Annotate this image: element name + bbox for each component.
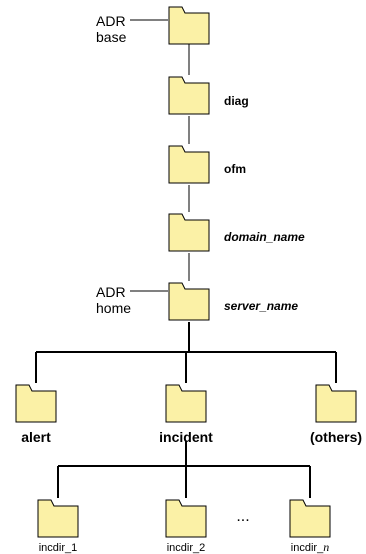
folder-icon-incdir-1 [37, 499, 79, 538]
incdir-n-label: incdir_n [291, 540, 329, 554]
folder-icon-incident [165, 384, 207, 423]
incident-label: incident [159, 429, 213, 445]
adr-home-label-line1: ADR [96, 284, 126, 300]
others-label: (others) [310, 429, 362, 445]
folder-icon-incdir-n [289, 499, 331, 538]
incdir-1-label: incdir_1 [39, 542, 78, 554]
adr-base-label-line2: base [96, 29, 127, 45]
alert-label: alert [21, 429, 51, 445]
folder-icon-alert [15, 384, 57, 423]
diag-label: diag [224, 94, 249, 108]
adr-home-label-line2: home [96, 300, 131, 316]
server-name-label: server_name [224, 299, 298, 313]
folder-icon-others [315, 384, 357, 423]
folder-icon-diag [168, 76, 210, 115]
incdir-2-label: incdir_2 [167, 542, 206, 554]
folder-icon-domain-name [168, 213, 210, 252]
folder-icon-server-name [168, 282, 210, 321]
folder-icon-incdir-2 [165, 499, 207, 538]
ellipsis-more-incdirs: ... [236, 508, 249, 525]
folder-icon-ofm [168, 145, 210, 184]
domain-name-label: domain_name [224, 230, 305, 244]
adr-base-label-line1: ADR [96, 13, 126, 29]
ofm-label: ofm [224, 162, 246, 176]
folder-icon-adr-base [168, 6, 210, 45]
